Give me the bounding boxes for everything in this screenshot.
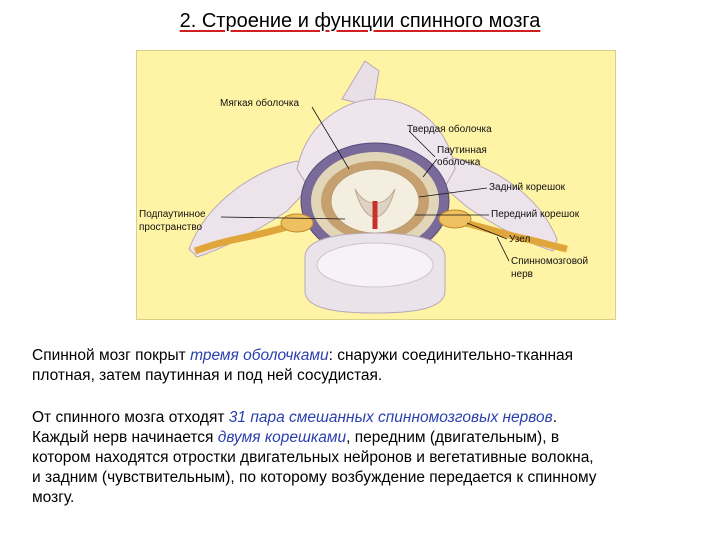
para2-line2: Каждый нерв начинается двумя корешками, … — [32, 428, 704, 448]
para1-line1: Спинной мозг покрыт тремя оболочками: сн… — [32, 346, 704, 366]
para1-emphasis-membranes: тремя оболочками — [190, 347, 329, 364]
para1-line2: плотная, затем паутинная и под ней сосуд… — [32, 367, 383, 384]
spinal-cord-illustration: Мягкая оболочка Твердая оболочка Паутинн… — [136, 50, 616, 320]
para1-text-1: Спинной мозг покрыт — [32, 347, 191, 364]
label-subarachnoid-2: пространство — [139, 222, 203, 233]
para2-text-1: От спинного мозга отходят — [32, 409, 229, 426]
para2-emphasis-roots: двумя корешками — [217, 429, 347, 446]
label-spinal-nerve-2: нерв — [511, 269, 533, 280]
slide-title: 2. Строение и функции спинного мозга — [179, 10, 541, 32]
label-arachnoid-1: Паутинная — [437, 145, 487, 156]
label-posterior-root: Задний корешок — [489, 182, 566, 193]
para2-text-3: Каждый нерв начинается — [32, 429, 218, 446]
para2-line1: От спинного мозга отходят 31 пара смешан… — [32, 408, 704, 428]
label-soft-membrane: Мягкая оболочка — [220, 98, 300, 109]
paragraph-membranes: Спинной мозг покрыт тремя оболочками: сн… — [32, 346, 704, 386]
label-anterior-root: Передний корешок — [491, 209, 580, 220]
para2-text-4: , передним (двигательным), в — [346, 429, 560, 446]
label-spinal-nerve-1: Спинномозговой — [511, 256, 589, 267]
para2-line3: котором находятся отростки двигательных … — [32, 449, 594, 466]
para2-line4: и задним (чувствительным), по которому в… — [32, 469, 597, 486]
label-arachnoid-2: оболочка — [437, 157, 481, 168]
label-ganglion: Узел — [509, 234, 531, 245]
para2-emphasis-nerves: 31 пара смешанных спинномозговых нервов — [228, 409, 553, 426]
paragraph-nerves: От спинного мозга отходят 31 пара смешан… — [32, 408, 704, 508]
label-subarachnoid-1: Подпаутинное — [139, 209, 206, 220]
para1-text-2: : снаружи соединительно-тканная — [328, 347, 574, 364]
label-hard-membrane: Твердая оболочка — [407, 124, 492, 135]
para2-line5: мозгу. — [32, 489, 75, 506]
spinal-cord-drawing — [188, 60, 568, 314]
para2-text-2: . — [552, 409, 558, 426]
